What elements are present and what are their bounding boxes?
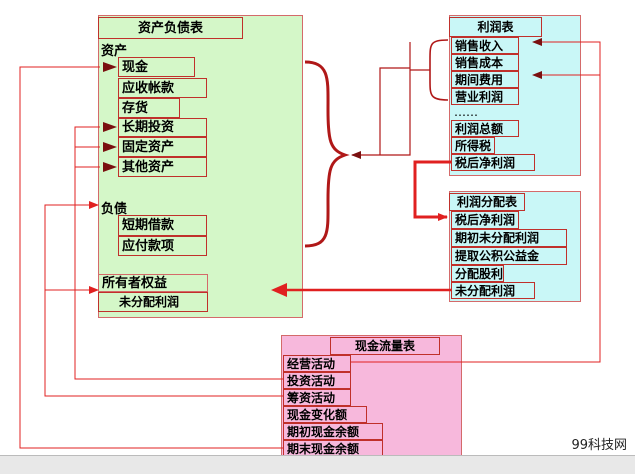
- wire-net-profit-to-distribution: [413, 160, 451, 221]
- balance-sheet-panel: [98, 15, 303, 318]
- bs-item-cash: 现金: [118, 57, 195, 77]
- equity-header: 所有者权益: [98, 274, 208, 292]
- is-item-operating-profit: 营业利润: [451, 88, 519, 105]
- bs-item-retained-earnings: 未分配利润: [98, 292, 208, 312]
- cf-item-financing: 筹资活动: [283, 389, 351, 406]
- pd-item-retained-earnings: 未分配利润: [451, 282, 535, 299]
- cf-item-investing: 投资活动: [283, 372, 351, 389]
- bs-item-other-assets: 其他资产: [118, 157, 207, 177]
- arrowhead-retained: [271, 283, 287, 297]
- pd-item-dividends: 分配股利: [451, 265, 504, 282]
- bs-item-receivables: 应收帐款: [118, 78, 207, 98]
- profit-distribution-title: 利润分配表: [449, 193, 525, 211]
- watermark: 99科技网: [571, 438, 627, 453]
- is-item-total-profit: 利润总额: [451, 120, 519, 137]
- balance-sheet-title: 资产负债表: [98, 17, 243, 39]
- bs-item-payables: 应付款项: [118, 236, 207, 256]
- is-item-income-tax: 所得税: [451, 137, 495, 154]
- arrowhead-fixed-assets: [103, 142, 117, 152]
- pd-item-net-profit: 税后净利润: [451, 211, 519, 229]
- footer-bar: [0, 456, 635, 474]
- is-item-period-expenses: 期间费用: [451, 71, 519, 88]
- wire-operating: [351, 38, 601, 363]
- footer-divider: [0, 455, 635, 456]
- cf-item-operating: 经营活动: [283, 355, 351, 372]
- is-item-sales-revenue: 销售收入: [451, 37, 519, 54]
- arrowhead-cash: [103, 62, 117, 72]
- arrowhead-other-assets: [103, 162, 117, 172]
- wire-income-upper: [379, 67, 410, 155]
- is-item-cost-of-sales: 销售成本: [451, 54, 519, 71]
- is-item-net-profit: 税后净利润: [451, 154, 535, 171]
- bs-item-inventory: 存货: [118, 98, 180, 118]
- cf-item-opening-cash: 期初现金余额: [283, 423, 383, 440]
- cf-item-cash-change: 现金变化额: [283, 406, 367, 423]
- balance-brace: [304, 60, 350, 248]
- wire-income-to-brace: [351, 42, 411, 159]
- bs-item-short-term-loan: 短期借款: [118, 215, 207, 236]
- bs-item-long-term-investment: 长期投资: [118, 118, 207, 137]
- cash-flow-title: 现金流量表: [330, 337, 440, 355]
- liabilities-header: 负债: [101, 202, 128, 217]
- wire-closing-cash-to-cash: [19, 66, 283, 449]
- arrowhead-long-term-investment: [103, 122, 117, 132]
- wire-investing: [74, 126, 283, 380]
- pd-item-opening-retained: 期初未分配利润: [451, 229, 567, 247]
- assets-header: 资产: [101, 44, 128, 59]
- bs-item-fixed-assets: 固定资产: [118, 137, 207, 157]
- wire-financing: [44, 201, 283, 397]
- is-item-ellipsis: ……: [454, 105, 478, 119]
- pd-item-reserve-fund: 提取公积公益金: [451, 247, 567, 265]
- income-statement-title: 利润表: [449, 17, 542, 37]
- income-bracket: [429, 39, 449, 101]
